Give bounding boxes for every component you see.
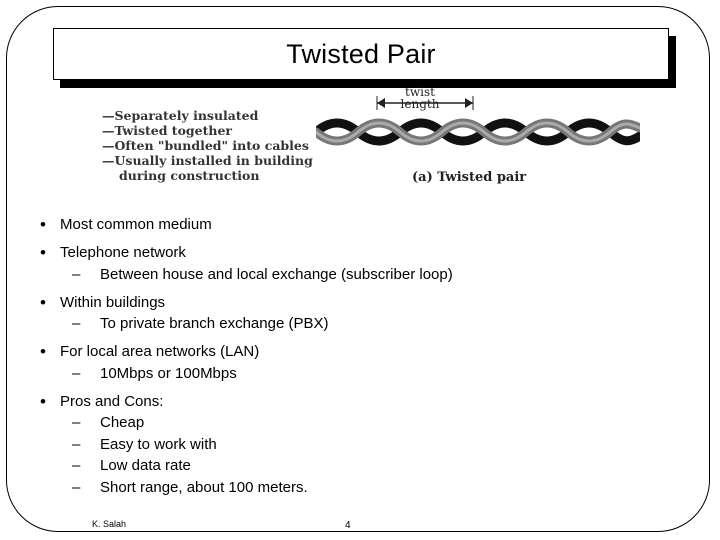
title-box: Twisted Pair (53, 28, 669, 80)
bullet-text: Most common medium (60, 216, 212, 233)
bullet-text: Telephone network (60, 244, 186, 261)
twist-length-arrow-icon (376, 96, 474, 110)
sub-bullet-text: Cheap (100, 414, 145, 431)
figure-feature-list: —Separately insulated —Twisted together … (102, 108, 313, 183)
sub-bullet-text: Between house and local exchange (subscr… (100, 265, 453, 283)
figure-caption: (a) Twisted pair (412, 170, 527, 185)
bullet-text: Pros and Cons: (60, 392, 164, 410)
bullet-list: • Most common medium • Telephone network… (40, 214, 453, 505)
sub-bullet-item: – To private branch exchange (PBX) (60, 313, 453, 335)
sub-bullet-item: – Short range, about 100 meters. (60, 477, 453, 499)
sub-bullet-text: 10Mbps or 100Mbps (100, 364, 237, 382)
sub-bullet-dash: – (72, 265, 81, 283)
twist-label-line: twist (405, 85, 435, 99)
sub-bullet-item: – Low data rate (60, 455, 453, 477)
sub-bullet-dash: – (72, 414, 81, 431)
sub-bullet-dash: – (72, 478, 81, 496)
sub-bullet-text: To private branch exchange (PBX) (100, 315, 329, 332)
slide-title: Twisted Pair (286, 38, 436, 69)
twist-label-line: length (400, 97, 440, 111)
slide-frame (6, 6, 710, 532)
sub-bullet-dash: – (72, 364, 81, 382)
bullet-item: • Most common medium (40, 214, 453, 236)
figure-list-item: during construction (119, 168, 260, 183)
twist-length-label: twist length (395, 86, 445, 110)
bullet-dot-icon: • (40, 342, 46, 361)
sub-bullet-item: – Between house and local exchange (subs… (60, 264, 453, 286)
sub-bullet-text: Low data rate (100, 457, 191, 474)
sub-bullet-dash: – (72, 457, 81, 474)
bullet-text: Within buildings (60, 293, 166, 311)
figure-list-item: —Twisted together (102, 123, 232, 138)
bullet-text: For local area networks (LAN) (60, 343, 260, 360)
figure-list-item: —Separately insulated (102, 108, 259, 123)
bullet-dot-icon: • (40, 391, 46, 411)
sub-bullet-item: – 10Mbps or 100Mbps (60, 363, 453, 385)
footer-author: K. Salah (92, 519, 127, 529)
bullet-dot-icon: • (40, 215, 46, 234)
sub-bullet-item: – Easy to work with (60, 434, 453, 456)
sub-bullet-text: Short range, about 100 meters. (100, 478, 308, 496)
sub-bullet-text: Easy to work with (100, 435, 217, 453)
bullet-dot-icon: • (40, 243, 46, 262)
figure-list-item: —Often "bundled" into cables (102, 138, 309, 153)
figure-list-item: —Usually installed in building (102, 153, 313, 168)
bullet-item: • Pros and Cons: – Cheap – Easy to work … (40, 391, 453, 499)
bullet-item: • For local area networks (LAN) – 10Mbps… (40, 341, 453, 384)
bullet-item: • Telephone network – Between house and … (40, 242, 453, 285)
sub-bullet-item: – Cheap (60, 412, 453, 434)
bullet-dot-icon: • (40, 292, 46, 312)
bullet-item: • Within buildings – To private branch e… (40, 292, 453, 335)
sub-bullet-dash: – (72, 435, 81, 453)
sub-bullet-dash: – (72, 315, 81, 332)
page-number: 4 (345, 520, 351, 531)
twisted-pair-cable-icon (316, 118, 640, 146)
